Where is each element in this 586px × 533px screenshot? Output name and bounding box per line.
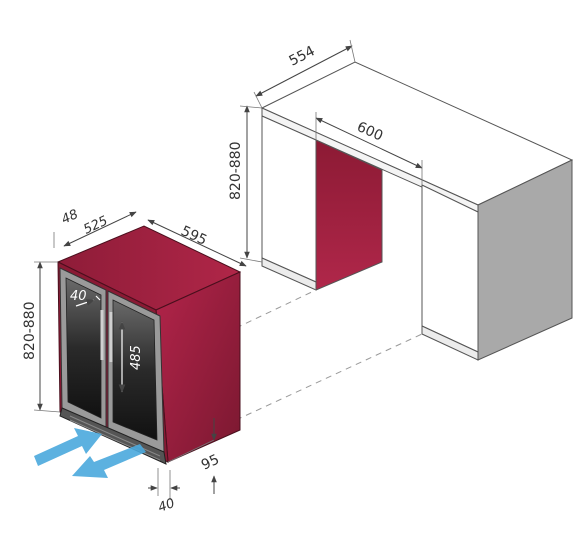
plinth-depth-label: 95: [199, 452, 222, 474]
left-door-glass: [65, 277, 102, 419]
door-depth-label: 48: [59, 207, 80, 228]
cabinet-right-tower-plinth: [421, 325, 479, 361]
appliance-height-label: 820-880: [22, 302, 38, 361]
cabinet-height-label: 820-880: [228, 142, 244, 201]
kitchen-cabinet: [260, 61, 574, 361]
airflow-out-arrow: [72, 444, 146, 478]
shelf-height-label: 485: [129, 345, 144, 370]
cabinet-right-tower: [421, 184, 479, 353]
alignment-guides: [235, 289, 423, 421]
appliance-depth-label: 525: [81, 214, 110, 238]
airflow-arrows: [34, 428, 146, 478]
door-angle-label: 40: [70, 289, 87, 304]
plinth-gap-label: 40: [156, 496, 177, 516]
cabinet-width-label: 554: [287, 43, 318, 69]
airflow-in-arrow: [34, 428, 102, 466]
cabinet-left-tower: [261, 115, 317, 283]
vent-grille: [69, 415, 161, 461]
wine-cooler: [56, 225, 242, 465]
door-dimensions: 485 40: [70, 289, 144, 393]
